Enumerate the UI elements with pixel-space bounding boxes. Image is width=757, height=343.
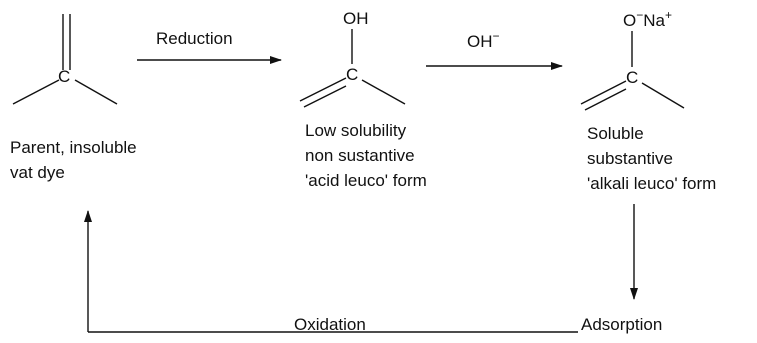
parent-caption-line-1: Parent, insoluble bbox=[10, 138, 137, 157]
reduction-label: Reduction bbox=[156, 29, 233, 48]
acid-leuco-caption-line-2: non sustantive bbox=[305, 146, 415, 165]
hydroxide-base: OH bbox=[467, 32, 493, 51]
alkali-leuco-substituent: O−Na+ bbox=[623, 8, 672, 30]
alkali-leuco-oxygen: O bbox=[623, 11, 636, 30]
alkali-leuco-bond-right bbox=[641, 82, 685, 109]
alkali-leuco-plus: + bbox=[665, 8, 672, 22]
alkali-leuco-caption-line-2: substantive bbox=[587, 149, 673, 168]
parent-carbon-atom: C bbox=[58, 67, 70, 86]
acid-leuco-caption-line-3: 'acid leuco' form bbox=[305, 171, 427, 190]
parent-structure: C bbox=[12, 14, 118, 105]
acid-leuco-hydroxyl: OH bbox=[343, 9, 369, 28]
alkali-leuco-double-bond-2 bbox=[584, 88, 627, 111]
alkali-leuco-caption-line-1: Soluble bbox=[587, 124, 644, 143]
acid-leuco-bond-right bbox=[361, 79, 406, 105]
adsorption-label: Adsorption bbox=[581, 315, 662, 334]
parent-bond-left bbox=[12, 79, 60, 105]
alkali-leuco-double-bond-1 bbox=[580, 80, 627, 105]
hydroxide-charge: − bbox=[493, 29, 500, 43]
acid-leuco-double-bond-1 bbox=[299, 77, 347, 102]
acid-leuco-double-bond-2 bbox=[303, 85, 347, 108]
oxidation-label: Oxidation bbox=[294, 315, 366, 334]
alkali-leuco-structure: O−Na+ C bbox=[580, 8, 685, 111]
alkali-leuco-minus: − bbox=[636, 8, 643, 22]
alkali-leuco-caption-line-3: 'alkali leuco' form bbox=[587, 174, 716, 193]
acid-leuco-carbon-atom: C bbox=[346, 65, 358, 84]
acid-leuco-structure: OH C bbox=[299, 9, 406, 108]
alkali-leuco-carbon-atom: C bbox=[626, 68, 638, 87]
parent-caption-line-2: vat dye bbox=[10, 163, 65, 182]
hydroxide-label: OH− bbox=[467, 29, 500, 51]
acid-leuco-caption-line-1: Low solubility bbox=[305, 121, 407, 140]
parent-bond-right bbox=[74, 79, 118, 105]
alkali-leuco-sodium: Na bbox=[643, 11, 665, 30]
